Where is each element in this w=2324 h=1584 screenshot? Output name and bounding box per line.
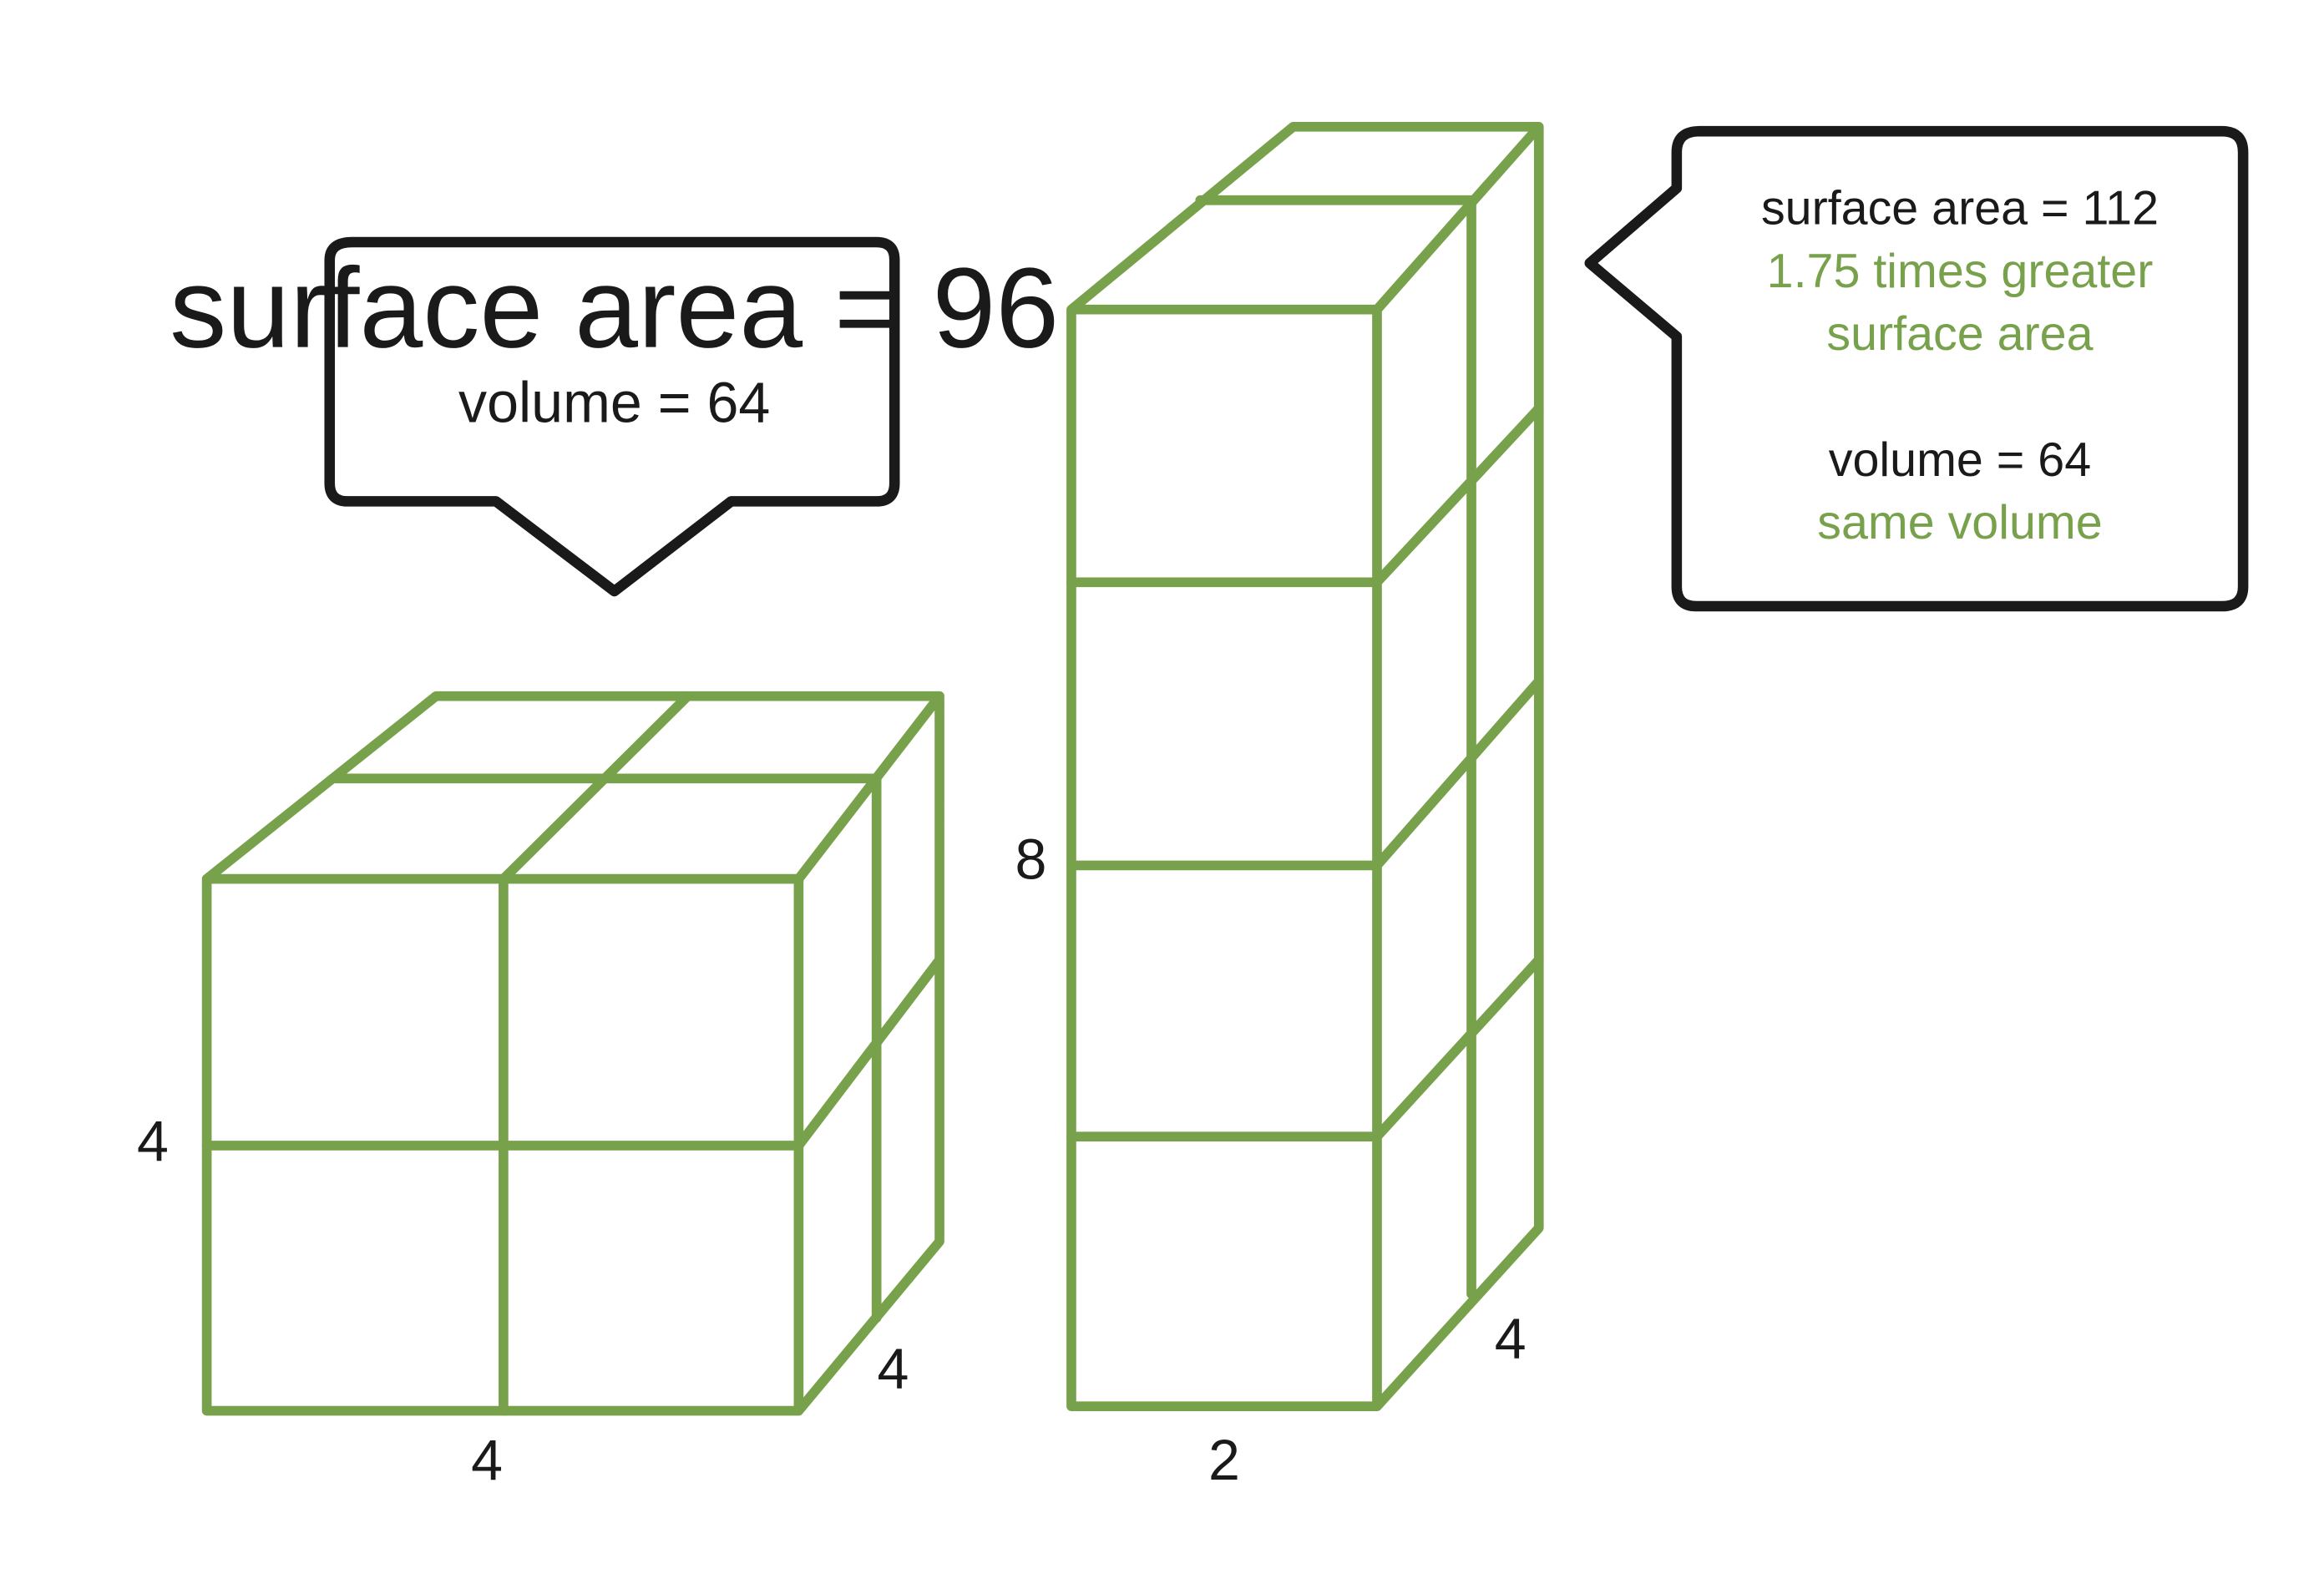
prism-volume-text: volume = 64 xyxy=(1829,433,2091,487)
prism-height-label: 8 xyxy=(1015,828,1047,892)
prism-depth-label: 4 xyxy=(1495,1308,1527,1371)
cube-surface-area-text: surface area = 96 xyxy=(170,245,1059,372)
prism-outline xyxy=(1066,121,1544,1412)
cube-volume-text: volume = 64 xyxy=(458,371,770,434)
cube-grid-lines xyxy=(201,691,944,1416)
prism-comparison-line2: surface area xyxy=(1826,307,2093,361)
cube-4x4x4: 4 4 4 xyxy=(137,691,944,1492)
cube-depth-label: 4 xyxy=(877,1338,909,1401)
prism-2x4x8: 8 2 4 xyxy=(1015,121,1544,1492)
cube-width-label: 4 xyxy=(471,1429,503,1492)
cube-callout: surface area = 96 volume = 64 xyxy=(170,236,1059,597)
prism-comparison-line1: 1.75 times greater xyxy=(1767,245,2154,298)
cube-callout-bubble xyxy=(324,236,900,597)
prism-callout: surface area = 112 1.75 times greater su… xyxy=(1584,125,2249,612)
prism-grid-lines xyxy=(1066,195,1544,1299)
cube-height-label: 4 xyxy=(137,1110,169,1173)
prism-callout-bubble xyxy=(1584,125,2249,612)
prism-surface-area-text: surface area = 112 xyxy=(1761,181,2159,235)
prism-volume-note: same volume xyxy=(1817,496,2102,549)
prism-width-label: 2 xyxy=(1208,1429,1240,1492)
